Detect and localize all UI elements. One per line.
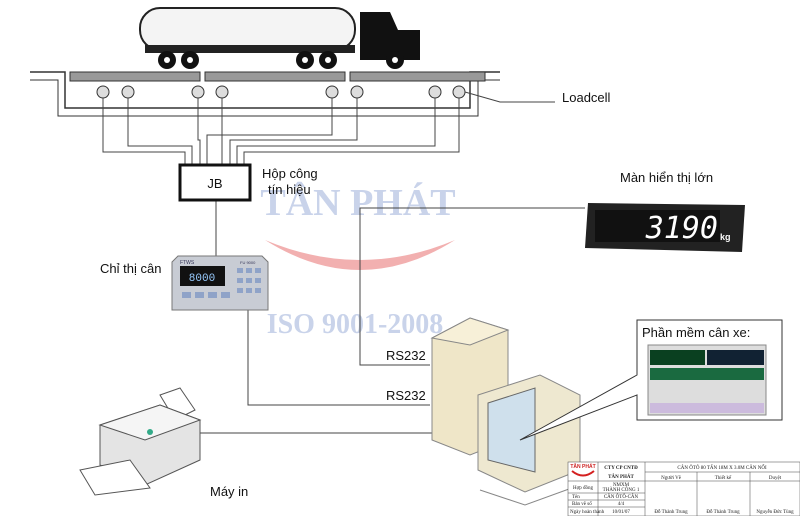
weighbridge-platform xyxy=(30,71,500,117)
tb-company-1: CTY CP CNTĐ xyxy=(604,466,638,471)
title-block xyxy=(567,461,800,516)
rs232-label-top: RS232 xyxy=(386,348,426,363)
watermark: TÂN PHÁT ISO 9001-2008 xyxy=(260,182,455,340)
rs232-label-bottom: RS232 xyxy=(386,388,426,403)
weighing-indicator: FTWS FU 9000 8000 xyxy=(171,255,269,311)
printer-label: Máy in xyxy=(210,484,248,499)
tb-title: CÂN ÔTÔ 80 TẤN 18M X 3.0M CÂN NỔI xyxy=(677,465,767,471)
loadcell-icon xyxy=(350,85,364,99)
big-display-label: Màn hiển thị lớn xyxy=(620,170,713,185)
big-display-unit: kg xyxy=(720,232,731,242)
tb-name: Đỗ Thành Trung xyxy=(654,509,688,515)
loadcell-icon xyxy=(215,85,229,99)
loadcell-icon xyxy=(121,85,135,99)
computer-icon xyxy=(430,317,581,506)
loadcell-icon xyxy=(96,85,110,99)
tb-row-value: 10/01/07 xyxy=(612,510,630,515)
indicator-brand: FTWS xyxy=(180,260,195,266)
loadcell-icon xyxy=(452,85,466,99)
cables xyxy=(102,91,585,434)
tanker-truck xyxy=(139,7,420,69)
tb-row-value: NMXM xyxy=(613,483,630,488)
junction-box xyxy=(178,163,252,202)
tb-row-value: THÀNH CÔNG 1 xyxy=(603,487,640,493)
tb-name: Đỗ Thành Trung xyxy=(706,509,740,515)
loadcell-icon xyxy=(428,85,442,99)
junction-box-label-1: Hộp công xyxy=(262,166,318,181)
tb-role: Duyệt xyxy=(769,476,782,481)
software-screenshot xyxy=(647,344,767,416)
jb-label: JB xyxy=(207,176,222,191)
tb-role: Người Vẽ xyxy=(661,476,682,481)
tb-row-value: CÂN ÔTÔ-CÂN xyxy=(604,494,639,500)
tb-name: Nguyễn Đức Tùng xyxy=(756,509,794,515)
tb-row-key: Hợp đồng xyxy=(573,486,594,491)
watermark-iso: ISO 9001-2008 xyxy=(267,309,444,340)
tb-row-key: Bản vẽ số xyxy=(572,502,592,507)
tb-logo: TÂN PHÁT xyxy=(570,463,595,470)
printer-icon xyxy=(79,387,202,496)
indicator-model: FU 9000 xyxy=(240,260,256,265)
tb-role: Thiết kế xyxy=(715,476,732,481)
tb-company-2: TÂN PHÁT xyxy=(608,474,634,480)
software-label: Phần mềm cân xe: xyxy=(642,325,750,340)
indicator-value: 8000 xyxy=(189,273,215,285)
indicator-label: Chỉ thị cân xyxy=(100,261,161,276)
junction-box-label-2: tín hiệu xyxy=(268,182,311,197)
tb-row-value: 4/4 xyxy=(618,502,625,507)
big-display: 3190 kg xyxy=(585,203,745,252)
tb-row-key: Ngày hoàn thành xyxy=(570,510,605,515)
loadcell-icon xyxy=(325,85,339,99)
watermark-swoosh xyxy=(265,240,455,270)
loadcell-label: Loadcell xyxy=(562,90,611,105)
watermark-company: TÂN PHÁT xyxy=(260,182,455,224)
loadcells xyxy=(96,85,466,99)
big-display-value: 3190 xyxy=(645,211,718,246)
loadcell-icon xyxy=(191,85,205,99)
tb-row-key: Tên xyxy=(572,495,580,500)
